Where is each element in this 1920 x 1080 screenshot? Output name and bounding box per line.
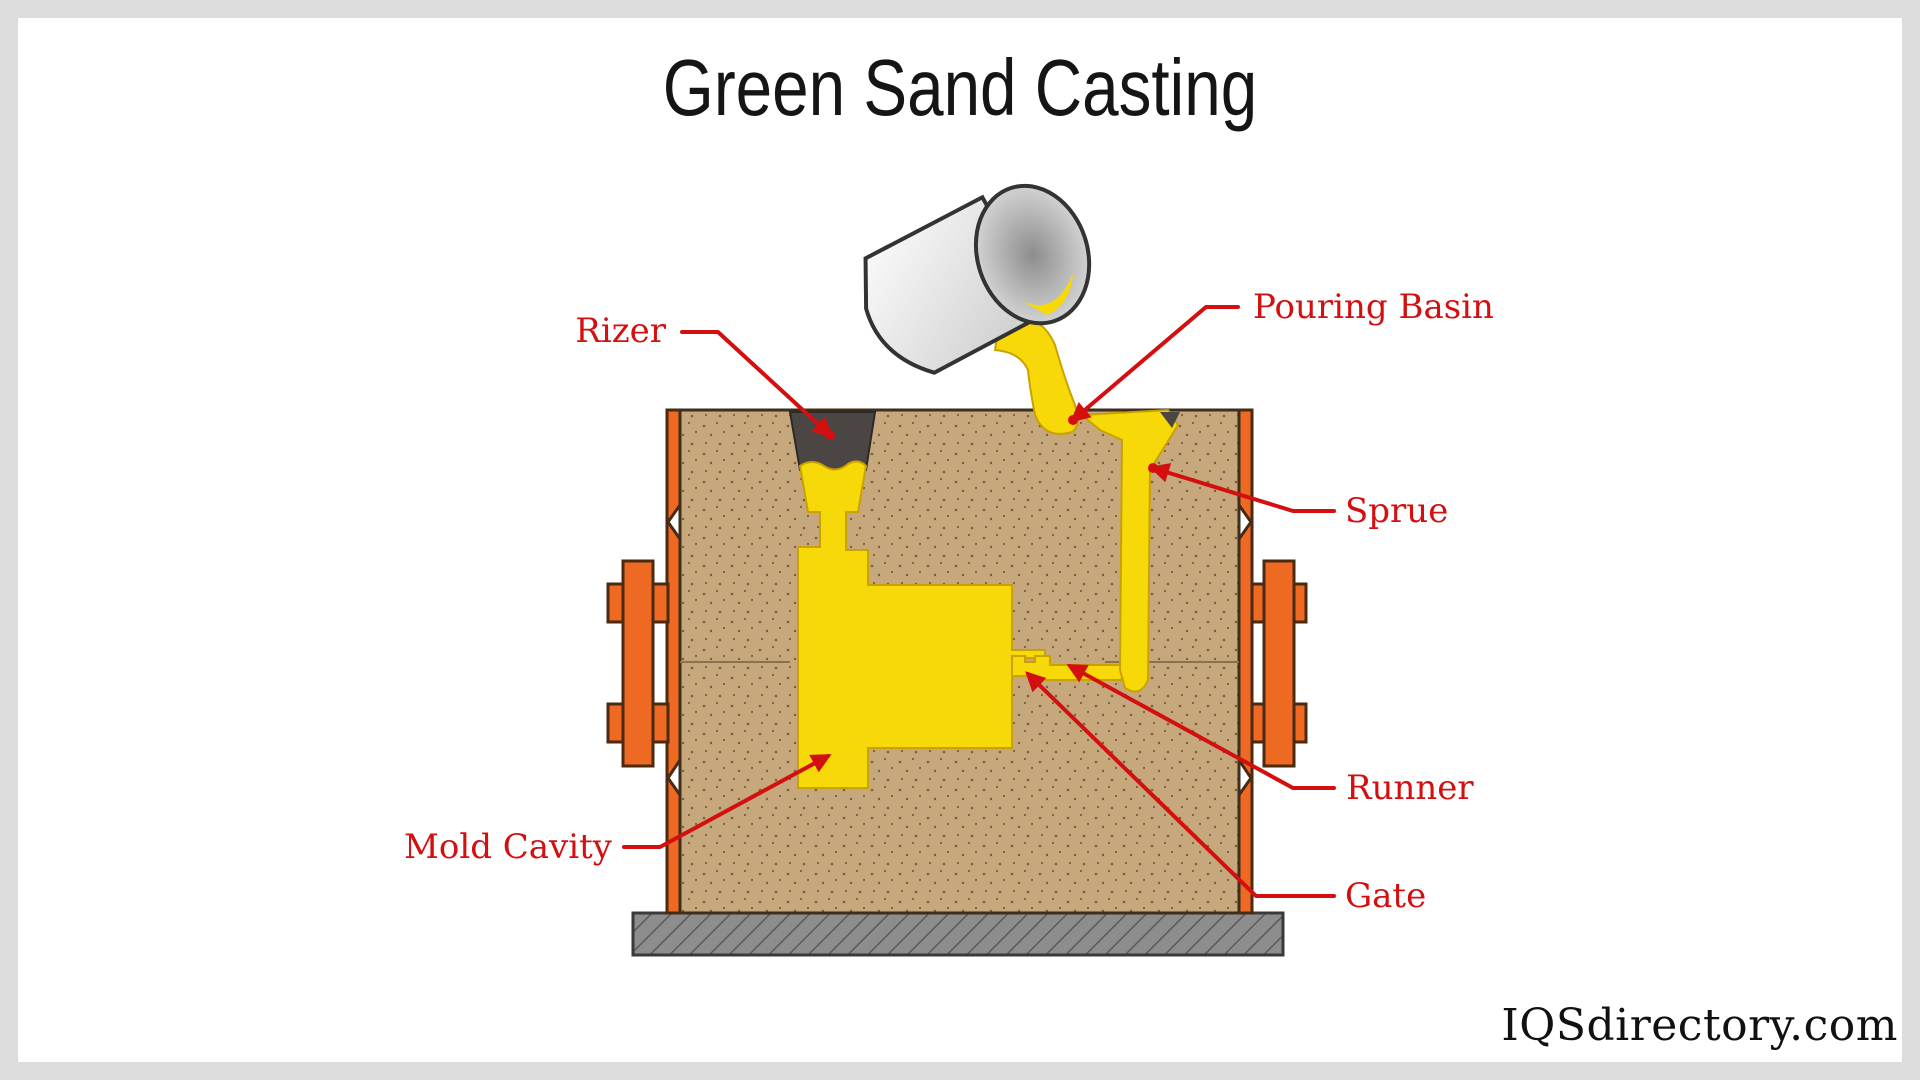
label-runner: Runner [1346,768,1474,808]
label-gate: Gate [1345,876,1426,916]
leader-lines [622,305,1336,898]
page-title: Green Sand Casting [662,43,1258,132]
riser-cup [788,411,877,471]
label-sprue: Sprue [1345,491,1448,531]
gate-leader [1025,671,1336,898]
runner-leader [1066,664,1336,790]
mold-cavity-metal [797,460,1046,789]
sprue-leader [1149,463,1336,513]
pouring-basin-cup [1160,412,1180,428]
pour-stream [993,315,1079,435]
pouring-basin-leader [1069,305,1240,423]
mold-cavity-leader [622,754,832,849]
site-watermark: IQSdirectory.com [1501,1000,1898,1051]
leader-dots [825,415,1158,473]
label-rizer: Rizer [575,311,667,351]
ground-base [631,911,1285,957]
ladle-bucket [863,183,1092,375]
label-pouring-basin: Pouring Basin [1253,287,1494,327]
label-mold-cavity: Mold Cavity [404,827,613,867]
rizer-leader [680,330,833,438]
